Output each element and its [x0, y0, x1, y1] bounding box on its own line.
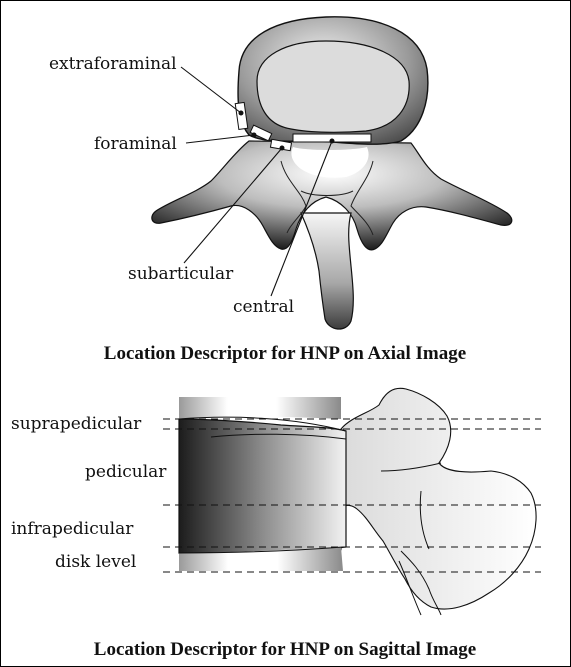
label-extraforaminal: extraforaminal [49, 54, 177, 74]
central-leader [270, 140, 333, 297]
inferior-articular [398, 560, 422, 616]
label-suprapedicular: suprapedicular [11, 414, 142, 434]
sagittal-body [178, 418, 347, 554]
label-pedicular: pedicular [85, 462, 167, 482]
lower-endplate-edge [178, 546, 344, 554]
arch-contour-mid [300, 190, 354, 196]
axial-caption: Location Descriptor for HNP on Axial Ima… [104, 343, 466, 364]
sagittal-caption: Location Descriptor for HNP on Sagittal … [94, 639, 476, 660]
extraforaminal-leader [180, 66, 242, 114]
label-foraminal: foraminal [94, 134, 177, 154]
arch-contour-right [350, 160, 374, 236]
upper-endplate-edge [178, 416, 347, 432]
spinal-canal [291, 147, 369, 178]
upper-endplate [179, 397, 341, 419]
disk-nucleus [256, 40, 410, 133]
sagittal-vertebra: suprapedicular pedicular infrapedicular … [11, 387, 541, 616]
label-infrapedicular: infrapedicular [11, 519, 134, 539]
extraforaminal-zone-box [234, 101, 249, 130]
spinous-process [300, 212, 354, 330]
foraminal-leader [185, 134, 255, 144]
facet-contour [419, 490, 430, 550]
posterior-elements [331, 387, 537, 610]
label-disk-level: disk level [55, 552, 136, 572]
label-central: central [233, 297, 294, 317]
foraminal-zone-box [249, 124, 273, 142]
subarticular-leader [183, 147, 283, 264]
inferior-facet [400, 550, 442, 616]
upper-body-contour [210, 433, 347, 440]
label-subarticular: subarticular [128, 264, 234, 284]
axial-vertebra: extraforaminal foraminal subarticular ce… [49, 16, 513, 330]
pars-contour [380, 462, 442, 472]
